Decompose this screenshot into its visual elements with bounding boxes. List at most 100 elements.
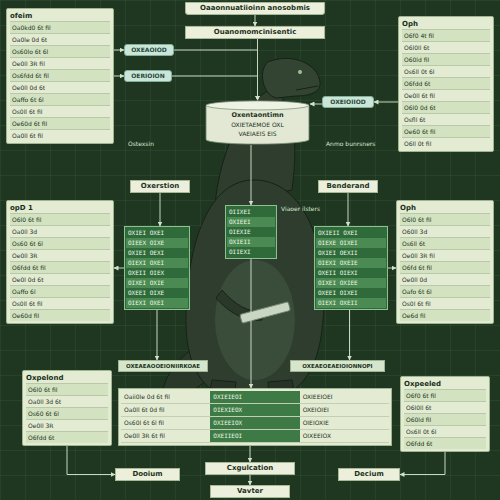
flow-arrow [374,102,398,103]
dinosaur-belly [215,260,295,380]
node-text: O6ll 0t fil [402,137,490,149]
node-text: Vavter [215,487,285,496]
node-text: O60ld fil [402,53,490,65]
label-strip: OXEAEAOOEIONIIRKOAE [118,360,208,372]
node-text: Oe0ll 3R [26,419,108,431]
node-text: OXEIIEOI [210,430,299,443]
annotation-label: Ostexsin [128,140,188,147]
node-text: OIEEX OIXE [126,238,188,248]
node-text: Ouanomomcinisentic [190,28,320,37]
node-text: Oa0le 0d 6t [10,33,110,45]
node-heading: opD 1 [10,203,110,213]
node-text: OXIEEIOEI [300,391,389,404]
data-panel: OxpelondO6l0 6t filOa0ll 3d 6tOs60 6t 6l… [22,370,112,446]
node-text: OXEAEAOOEIONIIRKOAE [122,362,204,370]
node-text: O60ld fil [404,413,486,425]
node-text: Oe0ll 6t fil [402,89,490,101]
data-panel: OphO6f0 4t filO6l0ll 6tO60ld filOs6ll 0t… [398,16,494,152]
label-strip: OXEAEOEAEIOIONNOPI [290,360,385,372]
node-text: O6f0 6t fil [404,389,486,401]
data-table: OXIEI OXEIOIEEX OIXEOXIEI OEXIOIEXI OXEI… [124,226,190,310]
node-text: Oe0ll 0d 6t [10,81,110,93]
node-text: Os6ll 0t 6l [404,425,486,437]
flow-arrow [250,446,251,462]
process-box: Ouanomomcinisentic [185,26,325,39]
flow-arrow [172,76,258,100]
node-text: OXIEIEOI [210,391,299,404]
annotation-label: Anmo bunrsners [326,140,392,147]
node-text: Oaffo 6l [10,285,110,297]
node-text: O6fdd 6t [402,77,490,89]
process-box: Dooium [115,468,180,481]
node-text: Oe0ll 0d [400,273,490,285]
node-text: Oaaonnuatiioinn anosobmis [190,4,320,13]
process-box: Vavter [210,485,290,498]
node-text: Oafo 6t 6l [400,285,490,297]
connector-group [67,15,445,485]
flow-arrow [160,193,161,226]
node-text: Cxgulcation [210,464,290,473]
node-text: OIXEI OXIE [126,278,188,288]
tag-badge: OXEAOIOD [124,44,174,56]
data-panel: OxpeeledO6f0 6t filO6l0ll 6tO60ld filOs6… [400,376,490,452]
data-panel: opD 1O6l0 6t filOa0ll 3dOs60 6t 6lOe0ll … [6,200,114,324]
handheld-device [240,302,291,324]
node-text: OIIEXI [227,247,275,257]
node-text: Oe60 6t fil [402,125,490,137]
node-text: OIEXI OXEII [316,298,386,308]
node-text: OXEII OIEX [126,268,188,278]
node-text: OXIETAEMOE OXL [209,120,306,129]
header-bar: Oaaonnuatiioinn anosobmis [185,2,325,15]
node-text: Os60lo 6t 6l [10,45,110,57]
node-text: OXEEI OIXE [126,288,188,298]
node-text: O6f0 4t fil [402,29,490,41]
node-heading: Oxpelond [26,373,108,383]
node-text: Os0ll 6t fil [10,105,110,117]
node-text: Oe0ll 3R fil [10,57,110,69]
node-text: OXIEI OXEI [126,228,188,238]
node-text: OIEXIEOX [210,404,299,417]
node-heading: Oxentaontimn [209,111,306,120]
node-text: OXEII OIEXI [316,268,386,278]
dinosaur-head [262,58,320,98]
node-text: Oe60d fil [10,309,110,321]
node-heading: Oph [402,19,490,29]
node-text: O6fdd 6t [404,437,486,449]
node-text: Os60 6t 6l [10,237,110,249]
node-text: O6l0 6t fil [400,213,490,225]
flow-arrow [114,50,124,51]
node-text: OIIXEI [227,207,275,217]
node-text: Oa0ll 3d [10,225,110,237]
node-text: Oe0ll 3R [10,249,110,261]
flow-arrow [67,446,115,475]
node-text: OXEIOIIOD [325,98,371,106]
node-text: OERIOION [127,72,169,80]
node-text: Oa0ll 6t 0d fil [121,404,210,417]
node-text: Oe6d fil [400,309,490,321]
node-text: Oa0kd0 6t fil [10,21,110,33]
node-text: Oe60d 6t fil [10,117,110,129]
node-text: O6fd 6t fil [400,261,490,273]
node-text: Oe0l 0d 6t [10,273,110,285]
node-heading: Oxpeeled [404,379,486,389]
flow-arrow [310,104,322,105]
dinosaur-mouth [296,86,318,90]
flow-arrow [157,310,158,360]
dinosaur-eye [298,70,302,74]
node-text: O6l0ll 6t [402,41,490,53]
node-text: Oa0ll 3d 6t [26,395,108,407]
node-text: Os0l 6t fil [400,297,490,309]
process-box: Oxerstion [130,180,190,193]
flow-arrow [174,50,258,100]
flow-arrow [114,268,124,269]
node-text: OIEXI OXEI [126,298,188,308]
node-text: OXEAOIOD [127,46,171,54]
node-text: Dooium [120,470,175,479]
node-text: OIEXI OXEI [126,258,188,268]
node-text: Oxerstion [135,182,185,191]
node-text: Os60l 6t 6l fil [121,417,210,430]
node-text: Os6ll 6t [400,237,490,249]
data-panel: ofeimOa0kd0 6t filOa0le 0d 6tOs60lo 6t 6… [6,8,114,144]
node-text: Decium [343,470,395,479]
node-text: OIEXI OXEIE [316,258,386,268]
